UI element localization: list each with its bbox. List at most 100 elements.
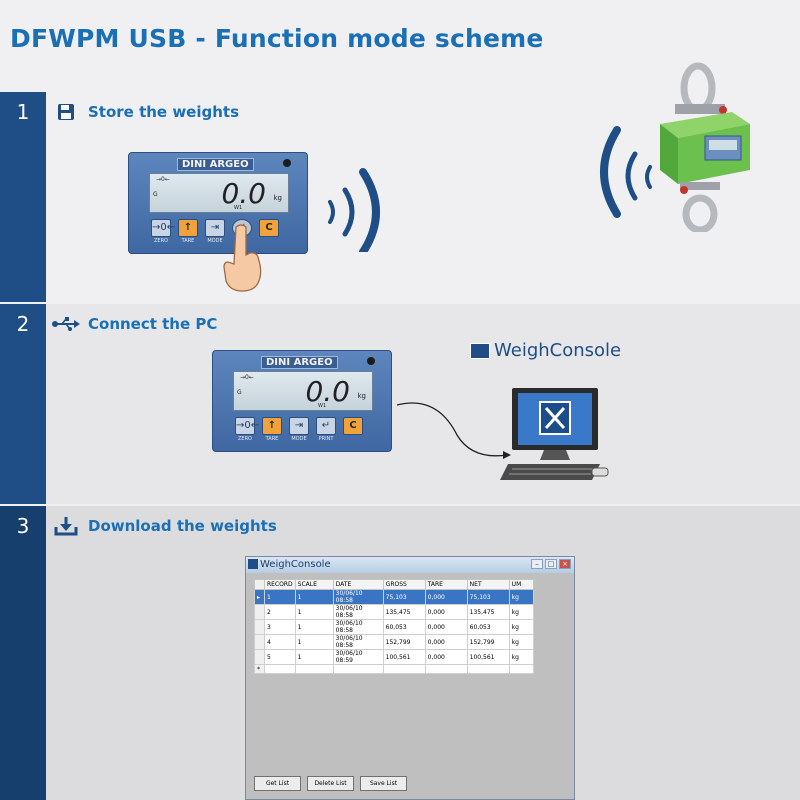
indicator-display: →0← G 0.0 kg W1 [149,173,289,213]
table-cell[interactable]: 152,799 [466,634,510,650]
gross-icon: G [153,191,158,198]
minimize-button[interactable]: – [531,559,543,569]
zero-key[interactable]: →0← [235,417,259,435]
table-cell[interactable]: 30/06/10 08:59 [332,649,384,665]
column-header[interactable]: TARE [424,579,468,590]
table-cell[interactable]: kg [508,634,534,650]
table-cell[interactable]: 30/06/10 08:58 [332,604,384,620]
table-cell[interactable] [264,664,296,674]
table-cell[interactable] [294,664,334,674]
row-header [254,579,265,590]
column-header[interactable]: DATE [332,579,384,590]
table-cell[interactable]: 60,053 [466,619,510,635]
w1-icon: W1 [234,205,243,211]
table-cell[interactable]: 100,561 [382,649,426,665]
table-cell[interactable]: 0,000 [424,619,468,635]
table-cell[interactable]: 1 [294,634,334,650]
app-icon [248,559,258,569]
tare-key[interactable]: ↑ [262,417,282,435]
new-row[interactable]: * [254,664,534,674]
table-cell[interactable]: 0,000 [424,589,468,605]
zero-icon: →0← [240,374,254,381]
new-row-indicator: * [254,664,265,674]
table-cell[interactable] [424,664,468,674]
table-cell[interactable]: 4 [264,634,296,650]
table-cell[interactable]: 30/06/10 08:58 [332,634,384,650]
table-cell[interactable]: 1 [294,604,334,620]
table-cell[interactable]: 2 [264,604,296,620]
table-cell[interactable] [466,664,510,674]
table-cell[interactable]: 1 [264,589,296,605]
column-header[interactable]: RECORD [264,579,296,590]
maximize-button[interactable]: □ [545,559,557,569]
clear-key[interactable]: C [343,417,363,435]
table-cell[interactable]: 0,000 [424,634,468,650]
table-cell[interactable] [382,664,426,674]
floppy-disk-icon [52,102,80,122]
table-cell[interactable]: 75,103 [382,589,426,605]
save-list-button[interactable]: Save List [360,776,407,791]
table-cell[interactable]: 75,103 [466,589,510,605]
table-cell[interactable]: 1 [294,589,334,605]
tare-key-label: TARE [181,238,195,244]
row-indicator [254,604,265,620]
weight-readout: 0.0 [305,375,350,408]
table-cell[interactable]: 3 [264,619,296,635]
table-cell[interactable]: 100,561 [466,649,510,665]
table-cell[interactable]: kg [508,649,534,665]
weight-indicator: DINI ARGEO →0← G 0.0 kg W1 →0← ↑ ⇥ ↵ C Z… [128,152,308,254]
tare-key[interactable]: ↑ [178,219,198,237]
zero-key[interactable]: →0← [151,219,175,237]
mode-key[interactable]: ⇥ [289,417,309,435]
table-cell[interactable]: 0,000 [424,649,468,665]
table-cell[interactable]: 152,799 [382,634,426,650]
row-indicator: ▸ [254,589,265,605]
table-cell[interactable]: 0,000 [424,604,468,620]
delete-list-button[interactable]: Delete List [307,776,354,791]
indicator-led [283,159,291,167]
table-cell[interactable]: 60,053 [382,619,426,635]
tare-key-label: TARE [265,436,279,442]
table-cell[interactable]: 1 [294,649,334,665]
table-cell[interactable]: 30/06/10 08:58 [332,619,384,635]
print-key[interactable]: ↵ [316,417,336,435]
clear-key[interactable]: C [259,219,279,237]
usb-cable [396,402,511,459]
table-cell[interactable]: kg [508,589,534,605]
close-button[interactable]: × [559,559,571,569]
indicator-brand: DINI ARGEO [177,158,254,171]
column-header[interactable]: UM [508,579,534,590]
table-cell[interactable]: 5 [264,649,296,665]
indicator-brand: DINI ARGEO [261,356,338,369]
window-titlebar[interactable]: WeighConsole – □ × [246,557,574,573]
table-cell[interactable]: 1 [294,619,334,635]
weighconsole-logo: WeighConsole [470,340,621,361]
table-cell[interactable]: 135,475 [466,604,510,620]
weight-indicator: DINI ARGEO →0← G 0.0 kg W1 →0← ↑ ⇥ ↵ C Z… [212,350,392,452]
step-number: 2 [0,304,46,504]
table-cell[interactable]: 135,475 [382,604,426,620]
table-cell[interactable]: 30/06/10 08:58 [332,589,384,605]
w1-icon: W1 [318,403,327,409]
wireless-signal-icon [600,126,652,218]
table-cell[interactable]: kg [508,604,534,620]
zero-key-label: ZERO [154,238,168,244]
table-cell[interactable] [332,664,384,674]
print-key-label: PRINT [318,436,334,442]
get-list-button[interactable]: Get List [254,776,301,791]
weighconsole-logo-text: WeighConsole [494,340,622,361]
indicator-led [367,357,375,365]
column-header[interactable]: GROSS [382,579,426,590]
column-header[interactable]: SCALE [294,579,334,590]
row-indicator [254,619,265,635]
column-header[interactable]: NET [466,579,510,590]
table-cell[interactable] [508,664,534,674]
row-indicator [254,634,265,650]
table-cell[interactable]: kg [508,619,534,635]
mode-key[interactable]: ⇥ [205,219,225,237]
